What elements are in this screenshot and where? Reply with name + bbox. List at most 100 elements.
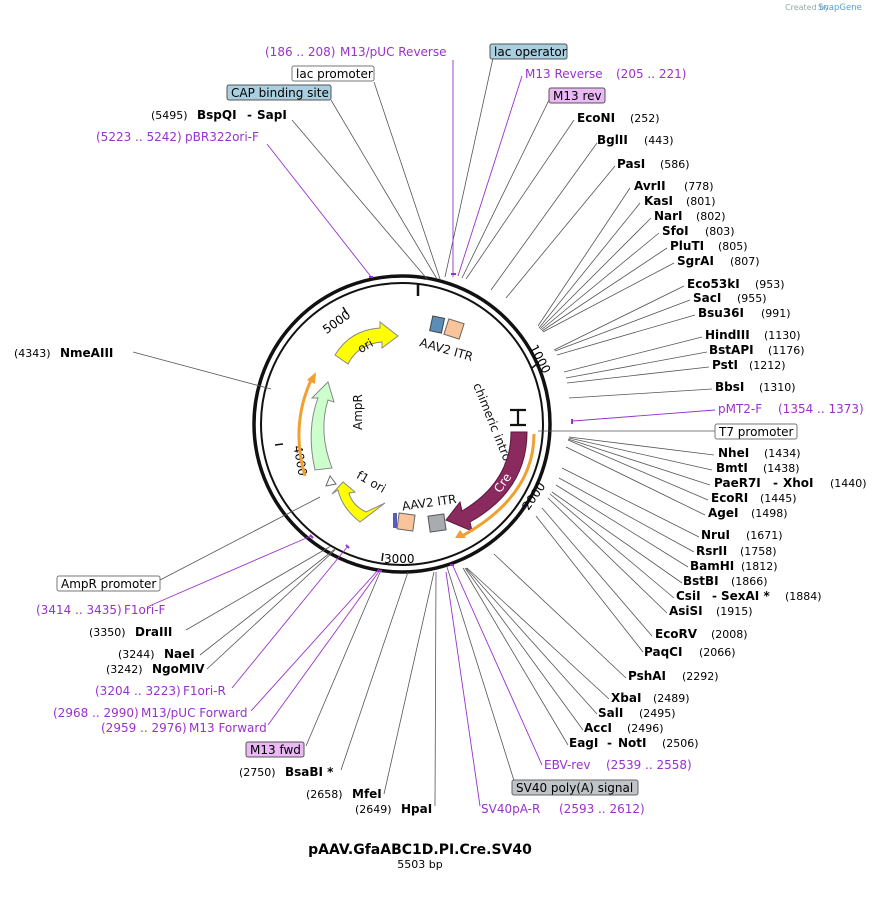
hpai-pos: (2649) <box>355 803 392 816</box>
label-lac-promoter: lac promoter <box>291 65 375 82</box>
m13-fwd-text: M13 fwd <box>250 743 301 757</box>
bspqi-name: BspQI <box>197 108 237 122</box>
pbr322ori-f-text: pBR322ori-F <box>185 130 259 144</box>
bsabi-name: BsaBI * <box>285 765 334 779</box>
bamhi-name: BamHI <box>690 559 734 573</box>
right-leaders <box>444 57 716 807</box>
bstbi-pos: (1866) <box>731 575 768 588</box>
kasi-pos: (801) <box>686 195 716 208</box>
bsabi-pos: (2750) <box>239 766 276 779</box>
lac-promoter-text: lac promoter <box>296 67 373 81</box>
csii-name: CsiI <box>676 589 701 603</box>
sexai-name: SexAI * <box>721 589 770 603</box>
psti-name: PstI <box>712 358 738 372</box>
eagi-sep: - <box>607 736 612 750</box>
acci-name: AccI <box>584 721 612 735</box>
xhoi-pos: (1440) <box>830 477 867 490</box>
backbone-outer <box>252 274 552 574</box>
sv40-box <box>427 513 447 533</box>
ngomiv-pos: (3242) <box>106 663 143 676</box>
sv40pa-r-text: SV40pA-R <box>481 802 540 816</box>
pluti-name: PluTI <box>670 239 704 253</box>
label-sv40-polya: SV40 poly(A) signal <box>511 779 639 796</box>
draiii-name: DraIII <box>135 625 172 639</box>
itr-top-label: AAV2 ITR <box>418 335 475 364</box>
asisi-pos: (1915) <box>716 605 753 618</box>
nmeaiii-name: NmeAIII <box>60 346 113 360</box>
ampr-promoter-text: AmpR promoter <box>61 577 156 591</box>
econi-pos: (252) <box>630 112 660 125</box>
paer7i-name: PaeR7I <box>714 476 761 490</box>
f1ori-f-pos: (3414 .. 3435) <box>36 603 122 617</box>
ampr-label: AmpR <box>351 394 365 430</box>
right-labels: lac operator M13 Reverse (205 .. 221) M1… <box>481 43 867 816</box>
tick-1000: 1000 <box>527 342 554 376</box>
econi-name: EcoNI <box>577 111 615 125</box>
label-m13-fwd: M13 fwd <box>245 741 305 758</box>
m13-forward-text: M13 Forward <box>189 721 267 735</box>
saci-name: SacI <box>693 291 721 305</box>
ori-label: ori <box>355 336 376 356</box>
bsu36i-name: Bsu36I <box>698 306 744 320</box>
bstapi-pos: (1176) <box>768 344 805 357</box>
csii-sep: - <box>712 589 717 603</box>
f1ori-r-pos: (3204 .. 3223) <box>95 684 181 698</box>
kasi-name: KasI <box>644 194 673 208</box>
brand-logo: SnapGene <box>818 3 862 13</box>
left-leaders <box>132 60 454 807</box>
label-m13-rev: M13 rev <box>548 87 606 104</box>
ecorv-pos: (2008) <box>711 628 748 641</box>
backbone-inner <box>260 282 544 566</box>
naei-name: NaeI <box>164 647 195 661</box>
ecorv-name: EcoRV <box>655 627 698 641</box>
ebv-rev-text: EBV-rev <box>544 758 590 772</box>
naei-pos: (3244) <box>118 648 155 661</box>
eco53ki-pos: (953) <box>755 278 785 291</box>
bbsi-name: BbsI <box>715 380 744 394</box>
sfoi-pos: (803) <box>705 225 735 238</box>
bmti-pos: (1438) <box>763 462 800 475</box>
avrii-name: AvrII <box>634 179 666 193</box>
pmt2f-pos: (1354 .. 1373) <box>778 402 864 416</box>
xbai-name: XbaI <box>611 691 641 705</box>
pluti-pos: (805) <box>718 240 748 253</box>
m13puc-fwd-text: M13/pUC Forward <box>141 706 248 720</box>
bstapi-name: BstAPI <box>709 343 754 357</box>
xhoi-name: XhoI <box>783 476 814 490</box>
nhei-pos: (1434) <box>764 447 801 460</box>
f1-ori-arrow <box>331 481 386 523</box>
itr-bottom-label: AAV2 ITR <box>401 492 457 513</box>
paqci-name: PaqCI <box>644 645 682 659</box>
sali-name: SalI <box>598 706 623 720</box>
bamhi-pos: (1812) <box>741 560 778 573</box>
hindiii-name: HindIII <box>705 328 750 342</box>
noti-pos: (2506) <box>662 737 699 750</box>
tick-5000: 5000 <box>320 308 353 337</box>
itr-top-box <box>443 318 465 340</box>
agei-pos: (1498) <box>751 507 788 520</box>
m13-reverse-pos: (205 .. 221) <box>616 67 686 81</box>
chimeric-intron-mark <box>510 408 526 427</box>
m13-rev-text: M13 rev <box>553 89 602 103</box>
bglii-pos: (443) <box>644 134 674 147</box>
draiii-pos: (3350) <box>89 626 126 639</box>
ecori-name: EcoRI <box>711 491 748 505</box>
bglii-name: BglII <box>597 133 628 147</box>
lac-marks <box>429 315 446 334</box>
hpai-name: HpaI <box>401 802 432 816</box>
credit-text: Created by <box>785 3 829 12</box>
features: AAV2 ITR chimeric intron Cre AAV2 ITR f1… <box>297 315 536 538</box>
t7-promoter-text: T7 promoter <box>718 425 794 439</box>
eagi-name: EagI <box>569 736 598 750</box>
bmti-name: BmtI <box>716 461 748 475</box>
pasi-name: PasI <box>617 157 645 171</box>
ampr-orf-head <box>307 372 316 384</box>
pmt2f-text: pMT2-F <box>718 402 762 416</box>
bspqi-sep: - <box>247 108 252 122</box>
tick-3000: 3000 <box>384 552 415 566</box>
psti-pos: (1212) <box>749 359 786 372</box>
f1-ori-label: f1 ori <box>354 468 388 496</box>
bspqi-pos: (5495) <box>151 109 188 122</box>
sapi-name: SapI <box>257 108 287 122</box>
